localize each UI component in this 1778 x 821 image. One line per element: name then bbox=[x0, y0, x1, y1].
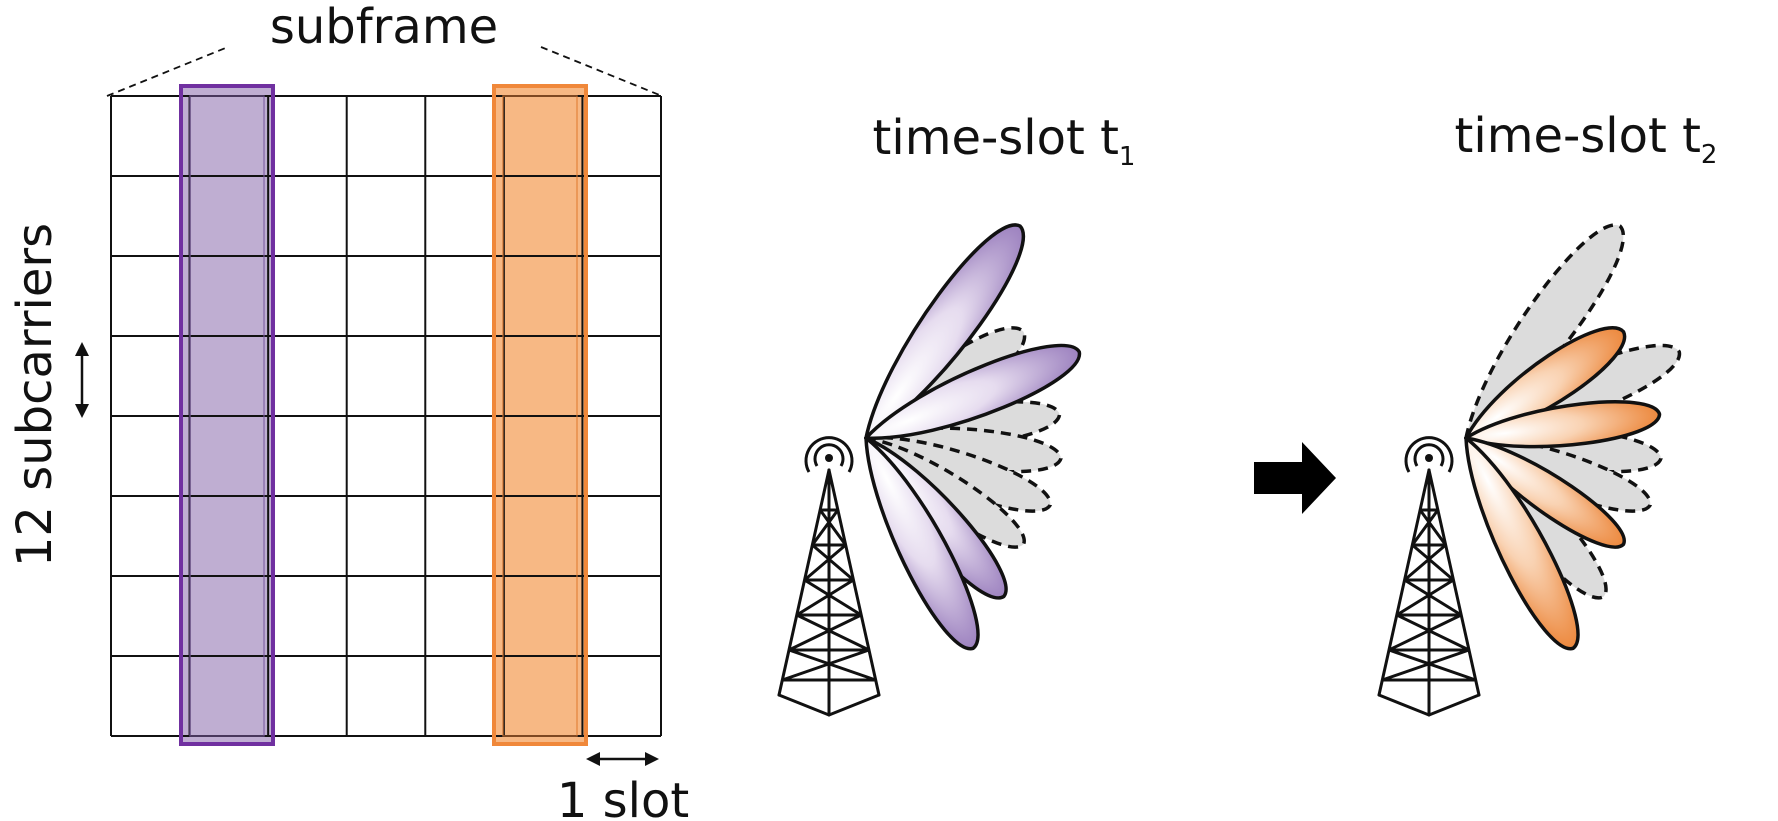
highlighted-slot-purple-inner bbox=[189, 95, 265, 737]
beam-pattern-timeslot-1 bbox=[864, 223, 1082, 651]
subframe-bracket-right bbox=[540, 46, 663, 97]
subframe-bracket-left bbox=[106, 46, 229, 97]
timeslot-1-label: time-slot t1 bbox=[873, 110, 1136, 172]
active-beam-lobe bbox=[864, 223, 1026, 440]
subcarrier-arrow bbox=[75, 342, 89, 418]
active-beam-lobe bbox=[864, 343, 1082, 440]
transition-arrow-icon bbox=[1254, 442, 1336, 514]
subframe-label: subframe bbox=[270, 0, 498, 55]
highlighted-slot-purple-outline bbox=[179, 84, 275, 746]
resource-grid bbox=[110, 84, 662, 746]
highlighted-slot-orange-outline bbox=[492, 84, 588, 746]
slot-arrow bbox=[586, 752, 659, 766]
timeslot-2-label: time-slot t2 bbox=[1455, 108, 1718, 170]
antenna-tower-icon bbox=[777, 436, 881, 717]
antenna-tower-icon bbox=[1377, 436, 1481, 717]
active-beam-lobe bbox=[864, 436, 980, 651]
slot-label: 1 slot bbox=[557, 773, 689, 821]
highlighted-slot-orange-inner bbox=[502, 95, 578, 737]
subcarriers-label: 12 subcarriers bbox=[7, 223, 63, 567]
active-beam-lobe bbox=[1464, 400, 1662, 449]
active-beam-lobe bbox=[1464, 436, 1580, 651]
beam-pattern-timeslot-2 bbox=[1464, 223, 1682, 651]
